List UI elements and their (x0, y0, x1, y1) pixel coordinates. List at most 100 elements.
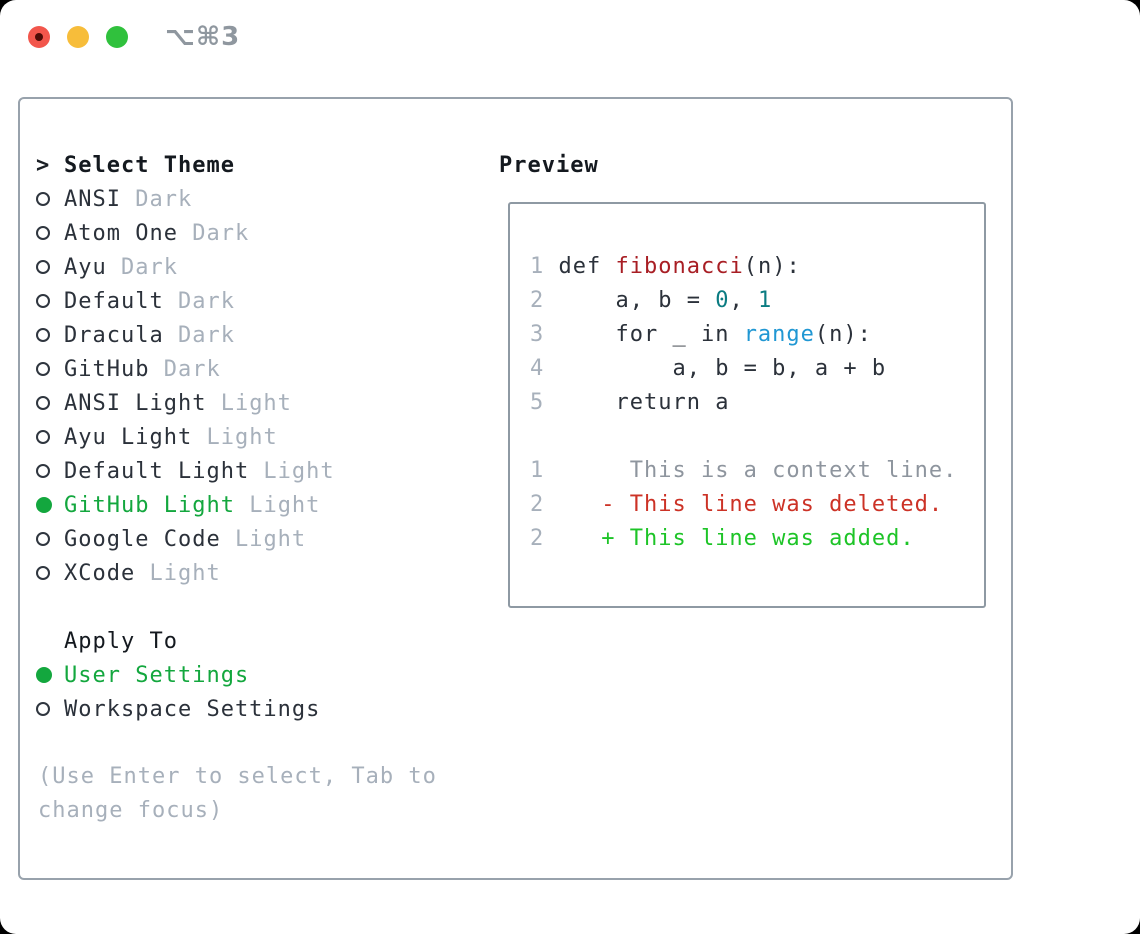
theme-option-ayu-dark[interactable]: Ayu Dark (36, 250, 486, 284)
apply-option-label: User Settings (64, 662, 250, 688)
token-code: , (729, 288, 758, 313)
selection-caret-icon: > (36, 152, 51, 178)
theme-option-google-code-light[interactable]: Google Code Light (36, 522, 486, 556)
apply-option-user-settings[interactable]: User Settings (36, 658, 486, 692)
apply-to-title: Apply To (64, 628, 178, 654)
preview-line: 2 + This line was added. (530, 522, 957, 556)
token-code: return a (544, 390, 730, 415)
radio-marker (36, 566, 64, 580)
radio-unselected-icon (36, 396, 50, 410)
token-code: a, b = (544, 288, 716, 313)
theme-option-label: Google Code Light (64, 526, 307, 552)
theme-option-label: Default Light Light (64, 458, 335, 484)
radio-unselected-icon (36, 260, 50, 274)
radio-marker (36, 294, 64, 308)
preview-line (530, 420, 957, 454)
radio-marker (36, 226, 64, 240)
token-builtin: range (743, 322, 815, 347)
theme-option-default-light-light[interactable]: Default Light Light (36, 454, 486, 488)
apply-option-workspace-settings[interactable]: Workspace Settings (36, 692, 486, 726)
theme-option-label: Dracula Dark (64, 322, 235, 348)
variant-label: Light (234, 492, 321, 518)
preview-line: 5 return a (530, 386, 957, 420)
radio-marker (36, 667, 64, 683)
title-bar: ⌥⌘3 (0, 0, 1140, 74)
radio-unselected-icon (36, 566, 50, 580)
radio-marker (36, 497, 64, 513)
caret-marker: > (36, 153, 64, 178)
apply-option-label: Workspace Settings (64, 696, 321, 722)
radio-unselected-icon (36, 362, 50, 376)
theme-option-default-dark[interactable]: Default Dark (36, 284, 486, 318)
variant-label: Light (135, 560, 221, 586)
variant-label: Light (220, 526, 307, 552)
token-code: a, b = b, a + b (544, 356, 887, 381)
radio-marker (36, 362, 64, 376)
theme-option-github-dark[interactable]: GitHub Dark (36, 352, 486, 386)
zoom-button[interactable] (106, 26, 128, 48)
line-number: 2 (530, 526, 545, 551)
preview-line: 3 for _ in range(n): (530, 318, 957, 352)
line-number: 5 (530, 390, 545, 415)
radio-marker (36, 396, 64, 410)
preview-line: 2 - This line was deleted. (530, 488, 957, 522)
preview-line: 1 def fibonacci(n): (530, 250, 957, 284)
radio-selected-icon (36, 497, 52, 513)
close-dot-icon (35, 33, 43, 41)
keyboard-hint: (Use Enter to select, Tab to change focu… (38, 764, 437, 823)
theme-option-ayu-light-light[interactable]: Ayu Light Light (36, 420, 486, 454)
preview-header: Preview (499, 152, 599, 178)
token-num: 1 (757, 288, 773, 313)
variant-label: Dark (163, 288, 235, 314)
preview-line: 1 This is a context line. (530, 454, 957, 488)
theme-option-label: Ayu Light Light (64, 424, 278, 450)
variant-label: Dark (106, 254, 178, 280)
radio-unselected-icon (36, 464, 50, 478)
theme-option-atom-one-dark[interactable]: Atom One Dark (36, 216, 486, 250)
token-code: for _ in (544, 322, 744, 347)
preview-line: 2 a, b = 0, 1 (530, 284, 957, 318)
minimize-button[interactable] (67, 26, 89, 48)
apply-to-header: Apply To (36, 624, 486, 658)
token-context: This is a context line. (544, 458, 958, 483)
theme-option-label: GitHub Dark (64, 356, 221, 382)
theme-option-github-light-light[interactable]: GitHub Light Light (36, 488, 486, 522)
theme-option-xcode-light[interactable]: XCode Light (36, 556, 486, 590)
close-button[interactable] (28, 26, 50, 48)
radio-marker (36, 702, 64, 716)
radio-marker (36, 430, 64, 444)
radio-unselected-icon (36, 702, 50, 716)
token-added: + This line was added. (544, 526, 915, 551)
token-deleted: - This line was deleted. (544, 492, 944, 517)
token-num: 0 (715, 288, 730, 313)
variant-label: Light (192, 424, 278, 450)
theme-option-label: ANSI Dark (64, 186, 193, 212)
theme-option-ansi-dark[interactable]: ANSI Dark (36, 182, 486, 216)
variant-label: Dark (149, 356, 221, 382)
line-number: 1 (530, 458, 545, 483)
radio-unselected-icon (36, 430, 50, 444)
window-shortcut-label: ⌥⌘3 (165, 22, 241, 52)
theme-option-dracula-dark[interactable]: Dracula Dark (36, 318, 486, 352)
radio-selected-icon (36, 667, 52, 683)
line-number: 1 (530, 254, 545, 279)
radio-unselected-icon (36, 328, 50, 342)
radio-marker (36, 328, 64, 342)
line-number: 2 (530, 492, 545, 517)
variant-label: Dark (177, 220, 250, 246)
variant-label: Light (206, 390, 292, 416)
theme-option-label: XCode Light (64, 560, 221, 586)
token-code: (n): (743, 254, 801, 279)
theme-list-title: Select Theme (64, 152, 235, 178)
radio-unselected-icon (36, 192, 50, 206)
variant-label: Dark (120, 186, 193, 212)
variant-label: Light (249, 458, 335, 484)
theme-option-ansi-light-light[interactable]: ANSI Light Light (36, 386, 486, 420)
token-code: def (544, 254, 616, 279)
radio-marker (36, 260, 64, 274)
line-number: 4 (530, 356, 545, 381)
